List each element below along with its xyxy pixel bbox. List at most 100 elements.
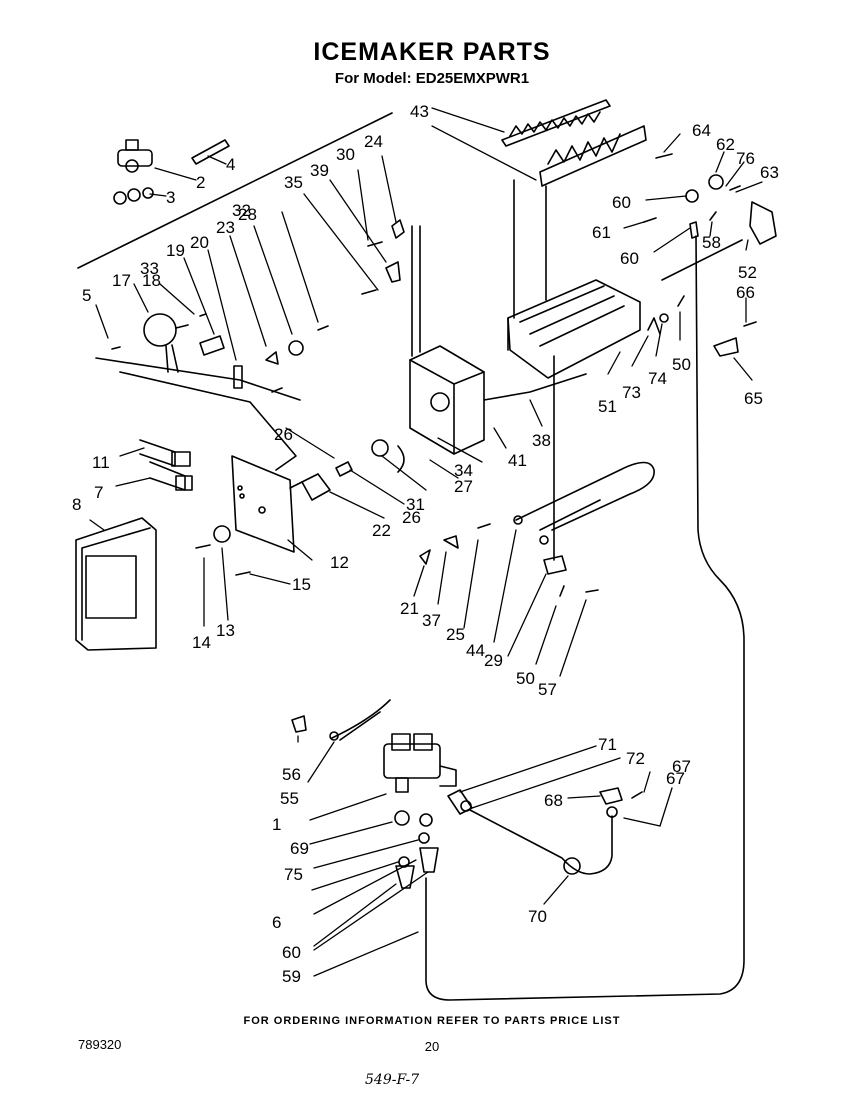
callout-label-11: 11 [92,453,110,472]
callout-label-28: 28 [238,205,257,224]
callout-label-67: 67 [672,757,691,776]
callout-label-23: 23 [216,218,235,237]
screw-part [111,346,121,350]
cam-part [371,439,389,457]
stripper-part [539,125,647,187]
callout-label-21: 21 [400,599,419,618]
callout-label-60: 60 [282,943,301,962]
callout-label-1: 1 [272,815,281,834]
callout-label-52: 52 [738,263,757,282]
screw-part [361,289,377,295]
callout-label-37: 37 [422,611,441,630]
shutoff-arm-part [483,373,587,401]
motor-part [289,473,331,501]
screw-part [677,295,685,307]
water-valve-part [383,733,457,793]
wire-harness [331,699,391,741]
callout-label-50: 50 [672,355,691,374]
callout-label-73: 73 [622,383,641,402]
bracket-part [647,317,661,335]
compression-nut-part [113,187,154,205]
callout-label-35: 35 [284,173,303,192]
spring-part [397,445,405,473]
callout-label-65: 65 [744,389,763,408]
nut-part [659,313,669,323]
ejector-part [501,99,611,147]
fill-cup-part [749,201,777,245]
water-tube-part [469,809,613,875]
screw-part [585,589,599,593]
sleeve-part [395,865,415,889]
motor-part [143,313,189,373]
clamp-part [599,787,623,805]
callout-label-15: 15 [292,575,311,594]
callout-label-55: 55 [280,789,299,808]
callout-label-8: 8 [72,495,81,514]
callout-label-19: 19 [166,241,185,260]
callout-label-38: 38 [532,431,551,450]
callout-label-3: 3 [166,188,175,207]
callout-label-71: 71 [598,735,617,754]
callout-label-30: 30 [336,145,355,164]
circuit-board-part [231,455,295,553]
callout-label-20: 20 [190,233,209,252]
guide-line [661,239,743,281]
callout-label-75: 75 [284,865,303,884]
callout-label-27: 27 [454,477,473,496]
clamp-part [713,337,739,357]
callout-label-7: 7 [94,483,103,502]
callout-label-17: 17 [112,271,131,290]
screw-part [743,321,757,327]
callout-label-59: 59 [282,967,301,986]
callout-label-62: 62 [716,135,735,154]
screw-part [643,217,657,223]
callout-label-64: 64 [692,121,711,140]
callout-label-60: 60 [620,249,639,268]
callout-label-22: 22 [372,521,391,540]
callout-label-63: 63 [760,163,779,182]
washer-part [418,832,430,844]
grommet-part [329,731,339,741]
callout-label-51: 51 [598,397,617,416]
nut-part [394,810,410,826]
wire-harness [119,371,297,471]
sleeve-part [419,847,439,873]
callout-label-67: 67 [666,769,685,788]
callout-label-6: 6 [272,913,281,932]
callout-label-32: 32 [232,201,251,220]
bracket-part [543,555,567,575]
callout-label-60: 60 [612,193,631,212]
screw-part [477,523,491,529]
callout-label-39: 39 [310,161,329,180]
callout-label-2: 2 [196,173,205,192]
callout-label-5: 5 [82,286,91,305]
fill-tube-part [425,235,745,1001]
sleeve-part [191,139,230,165]
callout-label-29: 29 [484,651,503,670]
callout-label-33: 33 [140,259,159,278]
gasket-part [460,800,472,812]
bracket-part [391,219,405,239]
callout-label-50: 50 [516,669,535,688]
callout-label-41: 41 [508,451,527,470]
callout-label-70: 70 [528,907,547,926]
document-number: 789320 [78,1037,122,1052]
callout-label-24: 24 [364,132,383,151]
callout-label-66: 66 [736,283,755,302]
handwritten-note: 549-F-7 [365,1072,420,1088]
ice-mold-part [507,279,641,379]
ring-part [419,813,433,827]
enclosure-outline [77,112,393,269]
icemaker-cover-part [75,517,157,651]
page-number: 20 [424,1039,440,1054]
callout-label-44: 44 [466,641,485,660]
small-clip-parts [199,313,329,393]
grommet-part [606,806,618,818]
clip-part [709,211,717,221]
heater-part [513,461,655,545]
callout-label-14: 14 [192,633,211,652]
callout-label-68: 68 [544,791,563,810]
bracket-part [385,261,401,283]
callout-label-74: 74 [648,369,667,388]
